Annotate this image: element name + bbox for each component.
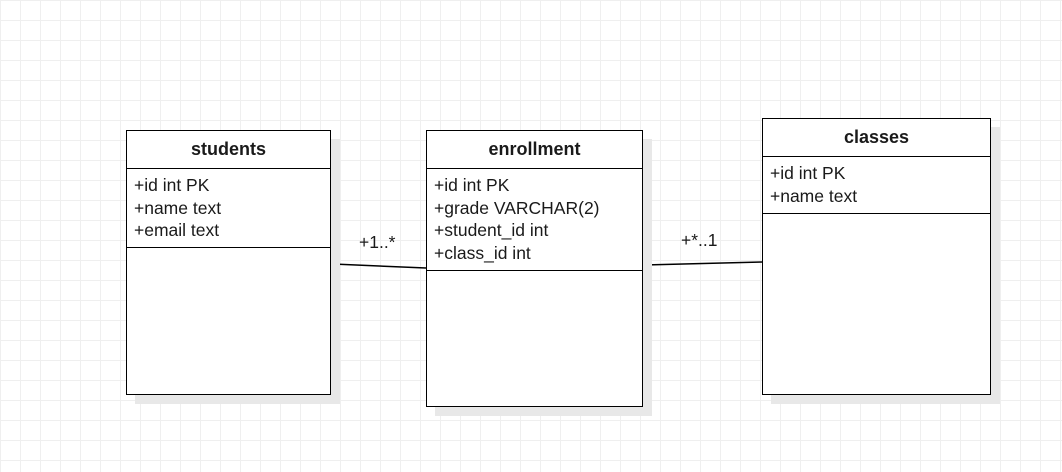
connector-students-enrollment[interactable] xyxy=(332,263,427,269)
table-enrollment[interactable]: enrollment +id int PK +grade VARCHAR(2) … xyxy=(426,130,643,407)
table-title: enrollment xyxy=(427,131,642,169)
field-row[interactable]: +id int PK xyxy=(770,163,846,183)
field-row[interactable]: +name text xyxy=(770,185,858,206)
multiplicity-label: +1..* xyxy=(359,232,396,252)
field-row[interactable]: +class_id int xyxy=(434,242,531,263)
table-title: students xyxy=(127,131,330,169)
field-row[interactable]: +grade VARCHAR(2) xyxy=(434,197,600,218)
multiplicity-label: +*..1 xyxy=(681,230,718,250)
connector-enrollment-classes[interactable] xyxy=(643,261,763,266)
field-row[interactable]: +email text xyxy=(134,220,220,240)
field-row[interactable]: +id int PK xyxy=(434,175,510,195)
table-students[interactable]: students +id int PK +name text +email te… xyxy=(126,130,331,395)
field-list: +id int PK +name text +email text xyxy=(127,169,330,248)
table-title: classes xyxy=(763,119,990,157)
field-list: +id int PK +name text xyxy=(763,157,990,214)
field-list: +id int PK +grade VARCHAR(2) +student_id… xyxy=(427,169,642,271)
field-row[interactable]: +name text xyxy=(134,197,222,218)
table-classes[interactable]: classes +id int PK +name text xyxy=(762,118,991,395)
field-row[interactable]: +id int PK xyxy=(134,175,210,195)
field-row[interactable]: +student_id int xyxy=(434,220,549,240)
